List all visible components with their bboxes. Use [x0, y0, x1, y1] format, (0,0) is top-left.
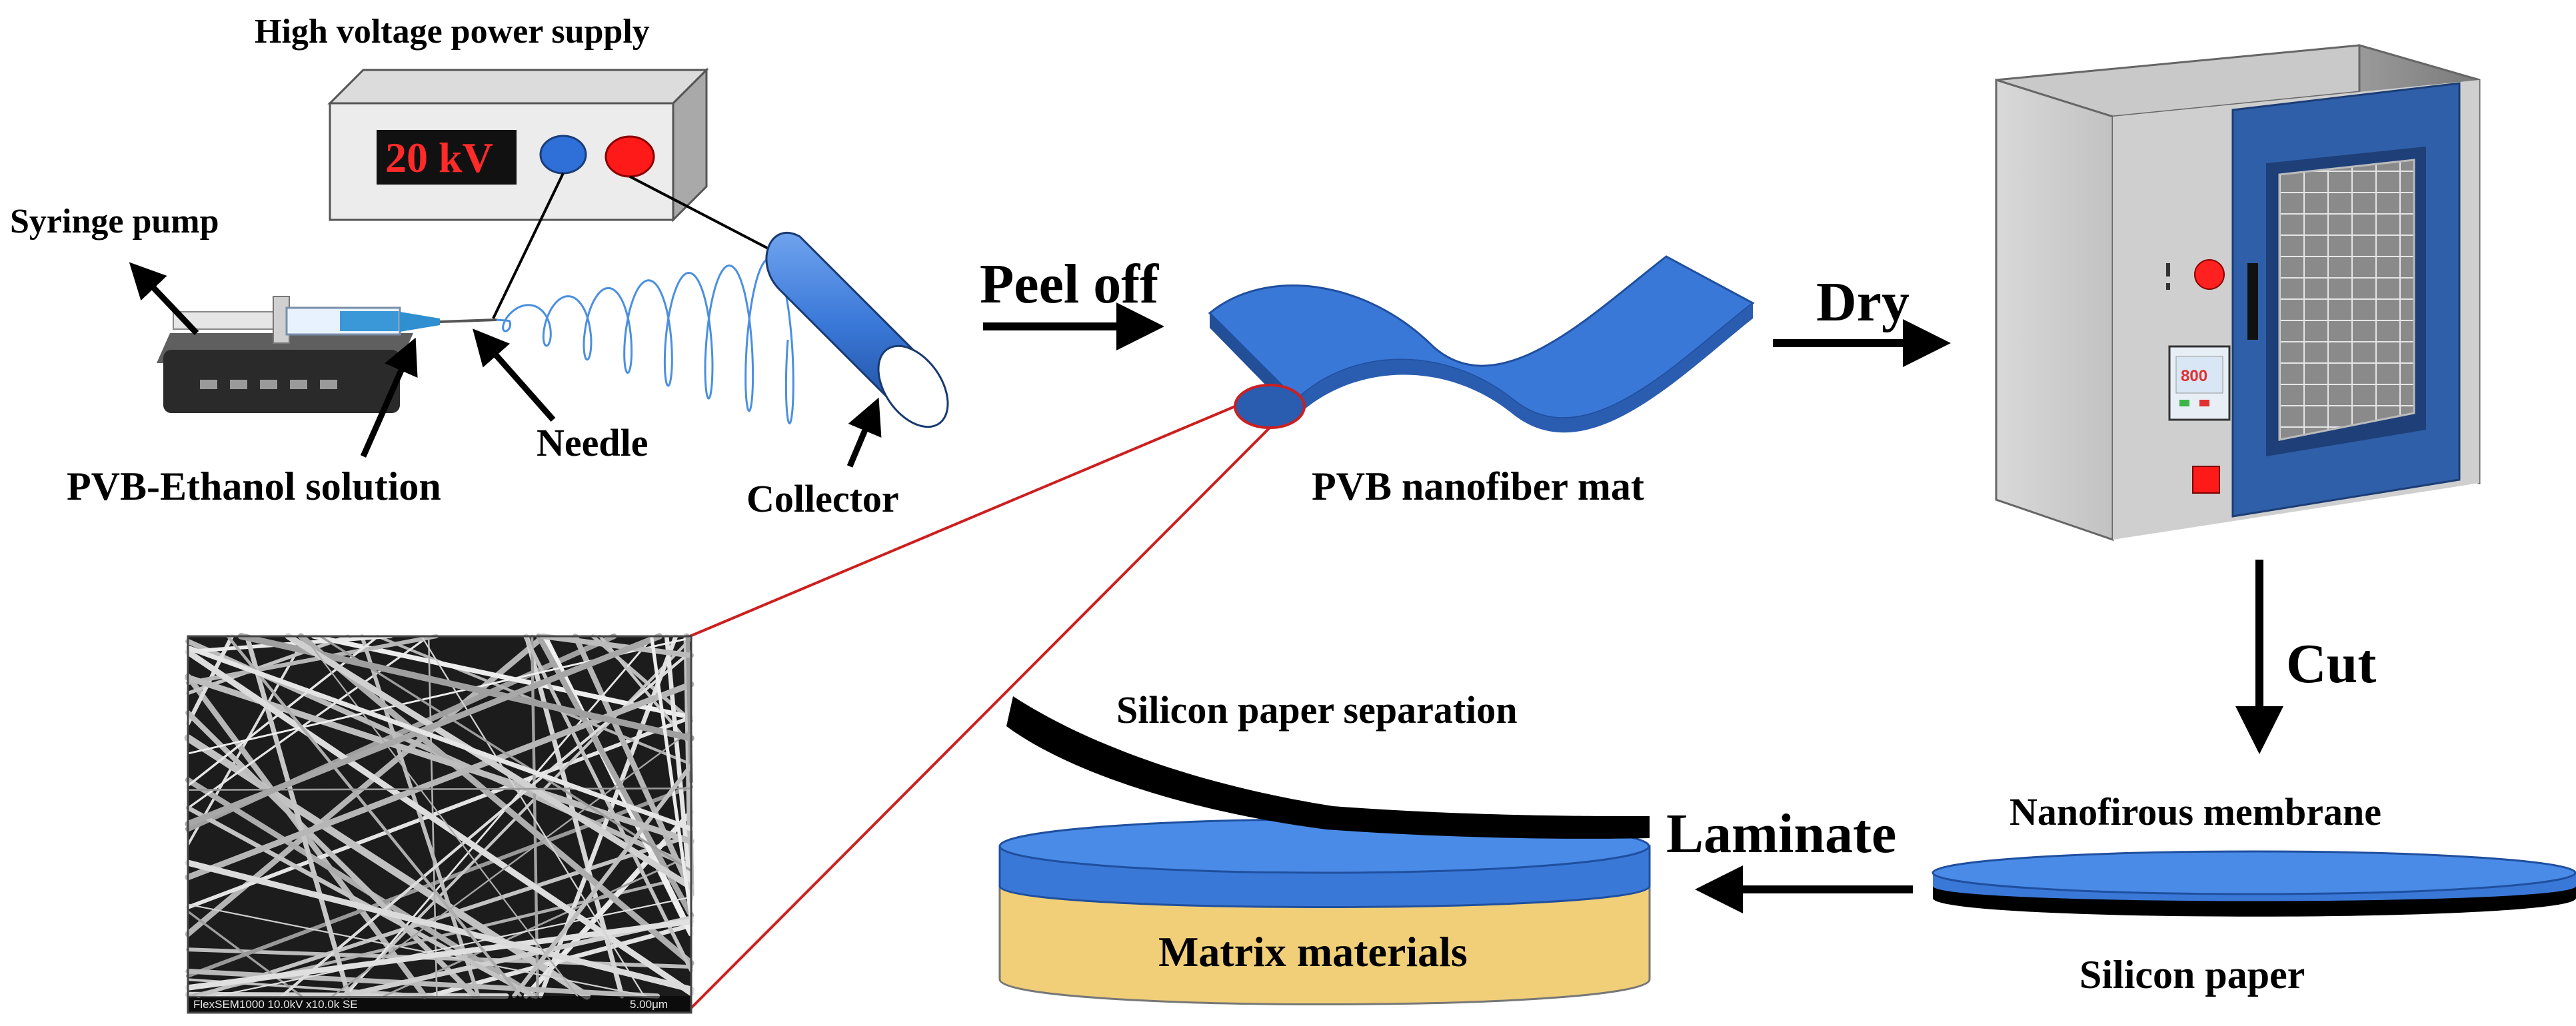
matrix-label: Matrix materials: [1158, 928, 1468, 975]
sem-fiber: [185, 918, 694, 991]
sem-fiber: [421, 635, 645, 997]
sem-fiber: [649, 634, 693, 920]
zoom-line-bottom: [688, 426, 1271, 1011]
sem-fiber: [187, 903, 647, 997]
voltage-display: [377, 130, 517, 185]
peeling-silicon-paper: [1006, 696, 1650, 839]
peel-off-label: Peel off: [980, 253, 1159, 315]
sem-fiber: [244, 634, 351, 999]
sem-fiber: [187, 635, 431, 809]
needle-label: Needle: [537, 421, 648, 464]
dry-label: Dry: [1816, 271, 1910, 333]
sem-caption-right: 5.00μm: [630, 998, 668, 1011]
sem-fiber: [512, 763, 694, 999]
drying-oven: 800: [1995, 44, 2481, 542]
sem-fiber: [216, 896, 692, 997]
needle-pointer: [473, 328, 556, 422]
zoom-line-top: [689, 405, 1236, 638]
sem-fiber: [185, 673, 428, 999]
sem-fiber: [530, 634, 539, 998]
syringe-pump-label: Syringe pump: [10, 203, 219, 241]
silicon-separation-label: Silicon paper separation: [1116, 688, 1518, 732]
sem-fiber: [297, 633, 694, 967]
sem-fiber: [186, 715, 693, 909]
membrane-label: Nanofirous membrane: [2009, 790, 2381, 833]
collector-label: Collector: [746, 477, 899, 520]
oven-window: [2278, 159, 2415, 441]
sem-fiber: [185, 805, 536, 999]
laminated-sample: Matrix materials: [998, 696, 1651, 1005]
fiber-jet-spiral: [496, 257, 794, 425]
sem-caption-left: FlexSEM1000 10.0kV x10.0k SE: [193, 998, 358, 1011]
solution-pointer: [360, 337, 418, 458]
sem-fiber: [319, 635, 692, 872]
sem-fiber: [185, 674, 694, 845]
oven-power-switch: [2192, 466, 2220, 494]
sem-fiber: [523, 634, 693, 973]
syringe-pump-pointer: [129, 262, 199, 336]
sem-fiber: [185, 645, 694, 831]
sem-fiber: [186, 634, 393, 654]
solution-label: PVB-Ethanol solution: [67, 464, 441, 508]
sem-fiber: [185, 859, 694, 993]
sem-fiber: [539, 633, 694, 658]
sem-fiber: [226, 634, 522, 998]
sem-image: FlexSEM1000 10.0kV x10.0k SE 5.00μm: [184, 633, 694, 1014]
blue-knob-icon: [539, 135, 587, 175]
syringe-pump: [157, 296, 440, 413]
silicon-paper-label: Silicon paper: [2079, 953, 2305, 997]
oven-handle: [2247, 263, 2258, 340]
membrane-on-silicon-paper: [1932, 850, 2576, 917]
sem-fiber: [573, 633, 694, 895]
needle: [439, 318, 497, 323]
sem-fiber: [185, 634, 439, 686]
voltage-readout: 20 kV: [385, 134, 493, 181]
sem-fiber: [196, 833, 693, 998]
wire-to-needle: [492, 173, 565, 319]
collector-pointer: [846, 397, 882, 468]
sem-fiber: [664, 634, 694, 901]
power-supply-label: High voltage power supply: [255, 13, 650, 51]
sem-fiber: [303, 635, 579, 997]
collector-drum: [765, 231, 949, 428]
red-knob-icon: [605, 135, 655, 178]
laminate-label: Laminate: [1666, 803, 1897, 865]
sem-fiber: [185, 710, 478, 999]
cut-label: Cut: [2286, 633, 2377, 695]
sem-fiber: [285, 633, 694, 891]
power-supply: 20 kV: [327, 67, 709, 223]
oven-readout: 800: [2181, 367, 2207, 385]
magnify-circle: [1234, 384, 1306, 429]
oven-red-button-icon: [2194, 259, 2225, 290]
sem-fiber: [331, 729, 692, 997]
mat-label: PVB nanofiber mat: [1312, 464, 1644, 508]
